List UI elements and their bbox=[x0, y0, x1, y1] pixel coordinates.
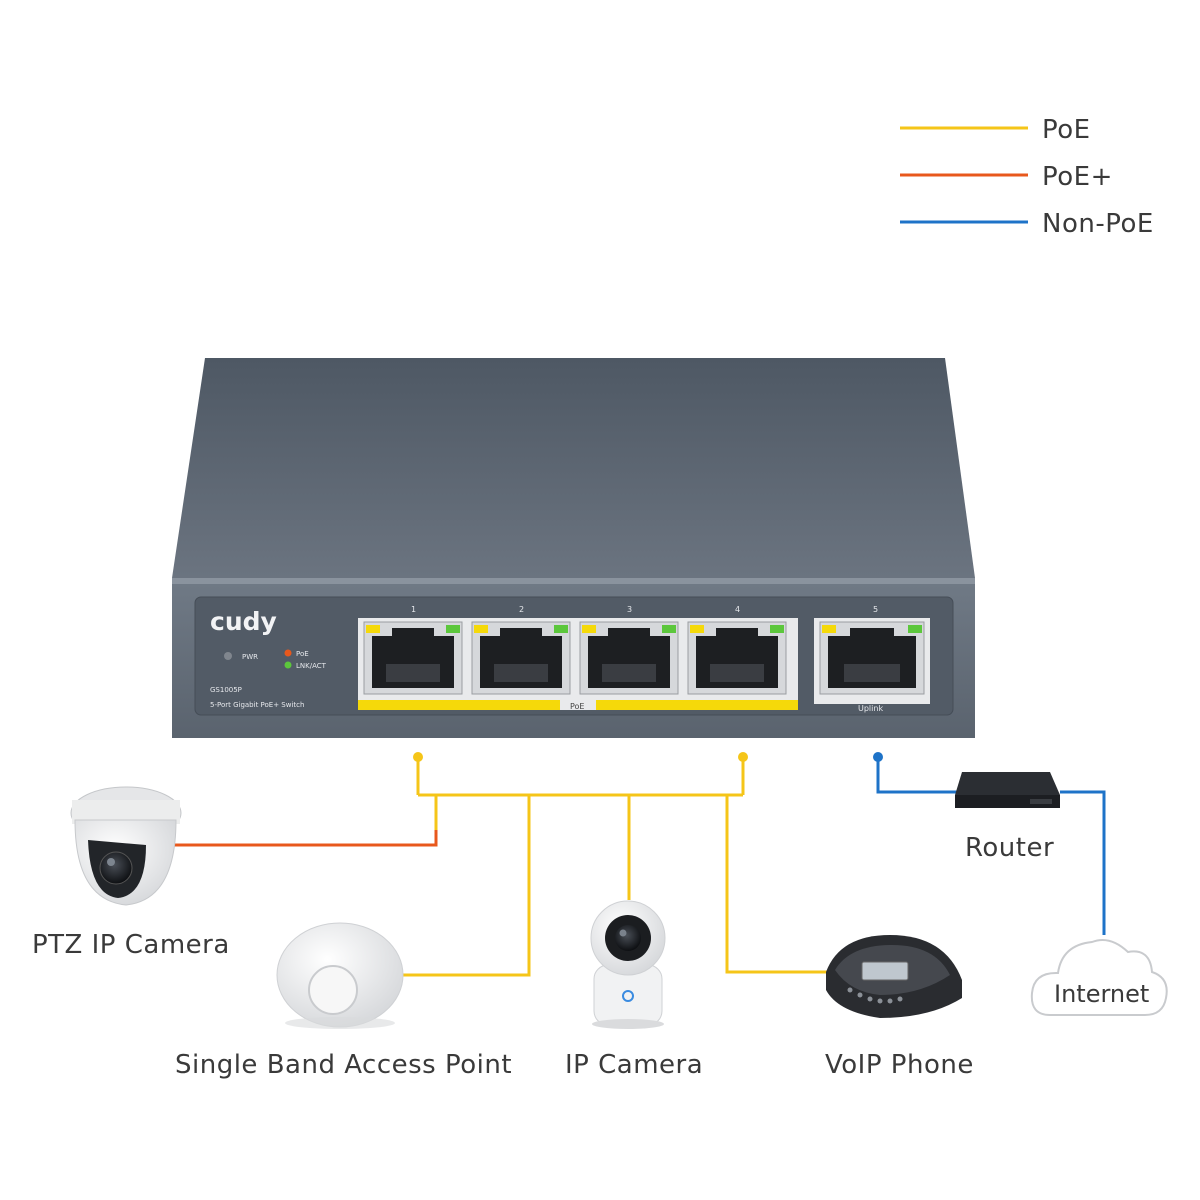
legend-label-poe-plus: PoE+ bbox=[1042, 162, 1113, 192]
port-number-4: 4 bbox=[735, 605, 740, 614]
internet-cloud-icon bbox=[1030, 939, 1168, 1016]
poe-led-indicator bbox=[284, 649, 292, 657]
legend-item-poe: PoE bbox=[900, 115, 1091, 145]
lnk-led-label: LNK/ACT bbox=[296, 662, 327, 670]
port-number-1: 1 bbox=[411, 605, 416, 614]
router-label: Router bbox=[965, 833, 1054, 863]
rj45-uplink-port[interactable] bbox=[814, 618, 930, 704]
legend-label-poe: PoE bbox=[1042, 115, 1091, 145]
poe-strip-label: PoE bbox=[570, 702, 585, 711]
brand-logo: cudy bbox=[210, 607, 277, 636]
rj45-port-4[interactable] bbox=[687, 621, 787, 695]
non-poe-cable-node bbox=[873, 752, 883, 762]
router-icon bbox=[955, 772, 1060, 808]
cables bbox=[170, 752, 1106, 977]
rj45-port-2[interactable] bbox=[471, 621, 571, 695]
legend: PoE PoE+ Non-PoE bbox=[900, 115, 1154, 239]
ip-camera-icon bbox=[590, 900, 666, 1029]
switch-top-surface bbox=[172, 358, 975, 578]
port-number-5: 5 bbox=[873, 605, 878, 614]
access-point-icon bbox=[276, 922, 404, 1029]
pwr-led bbox=[224, 652, 232, 660]
internet-label: Internet bbox=[1054, 980, 1149, 1008]
poe-cables bbox=[400, 757, 830, 977]
legend-item-non-poe: Non-PoE bbox=[900, 209, 1154, 239]
legend-label-non-poe: Non-PoE bbox=[1042, 209, 1154, 239]
poe-cable-node-right bbox=[738, 752, 748, 762]
port-number-3: 3 bbox=[627, 605, 632, 614]
legend-item-poe-plus: PoE+ bbox=[900, 162, 1113, 192]
pwr-led-label: PWR bbox=[242, 653, 258, 661]
ptz-camera-icon bbox=[70, 786, 182, 906]
rj45-port-1[interactable] bbox=[363, 621, 463, 695]
uplink-label: Uplink bbox=[858, 704, 883, 713]
poe-led-label: PoE bbox=[296, 650, 309, 658]
model-number: GS1005P bbox=[210, 686, 242, 694]
ptz-camera-label: PTZ IP Camera bbox=[32, 930, 230, 960]
rj45-port-3[interactable] bbox=[579, 621, 679, 695]
voip-phone-label: VoIP Phone bbox=[825, 1050, 974, 1080]
access-point-label: Single Band Access Point bbox=[175, 1050, 512, 1080]
ip-camera-label: IP Camera bbox=[565, 1050, 703, 1080]
poe-switch: cudy PWR PoE LNK/ACT GS1005P 5-Port Giga… bbox=[172, 358, 975, 738]
lnk-led-indicator bbox=[284, 661, 292, 669]
poe-plus-cable bbox=[170, 830, 438, 847]
model-description: 5-Port Gigabit PoE+ Switch bbox=[210, 701, 304, 709]
voip-phone-icon bbox=[826, 935, 962, 1018]
non-poe-cables bbox=[876, 757, 1106, 935]
poe-cable-node-left bbox=[413, 752, 423, 762]
port-number-2: 2 bbox=[519, 605, 524, 614]
